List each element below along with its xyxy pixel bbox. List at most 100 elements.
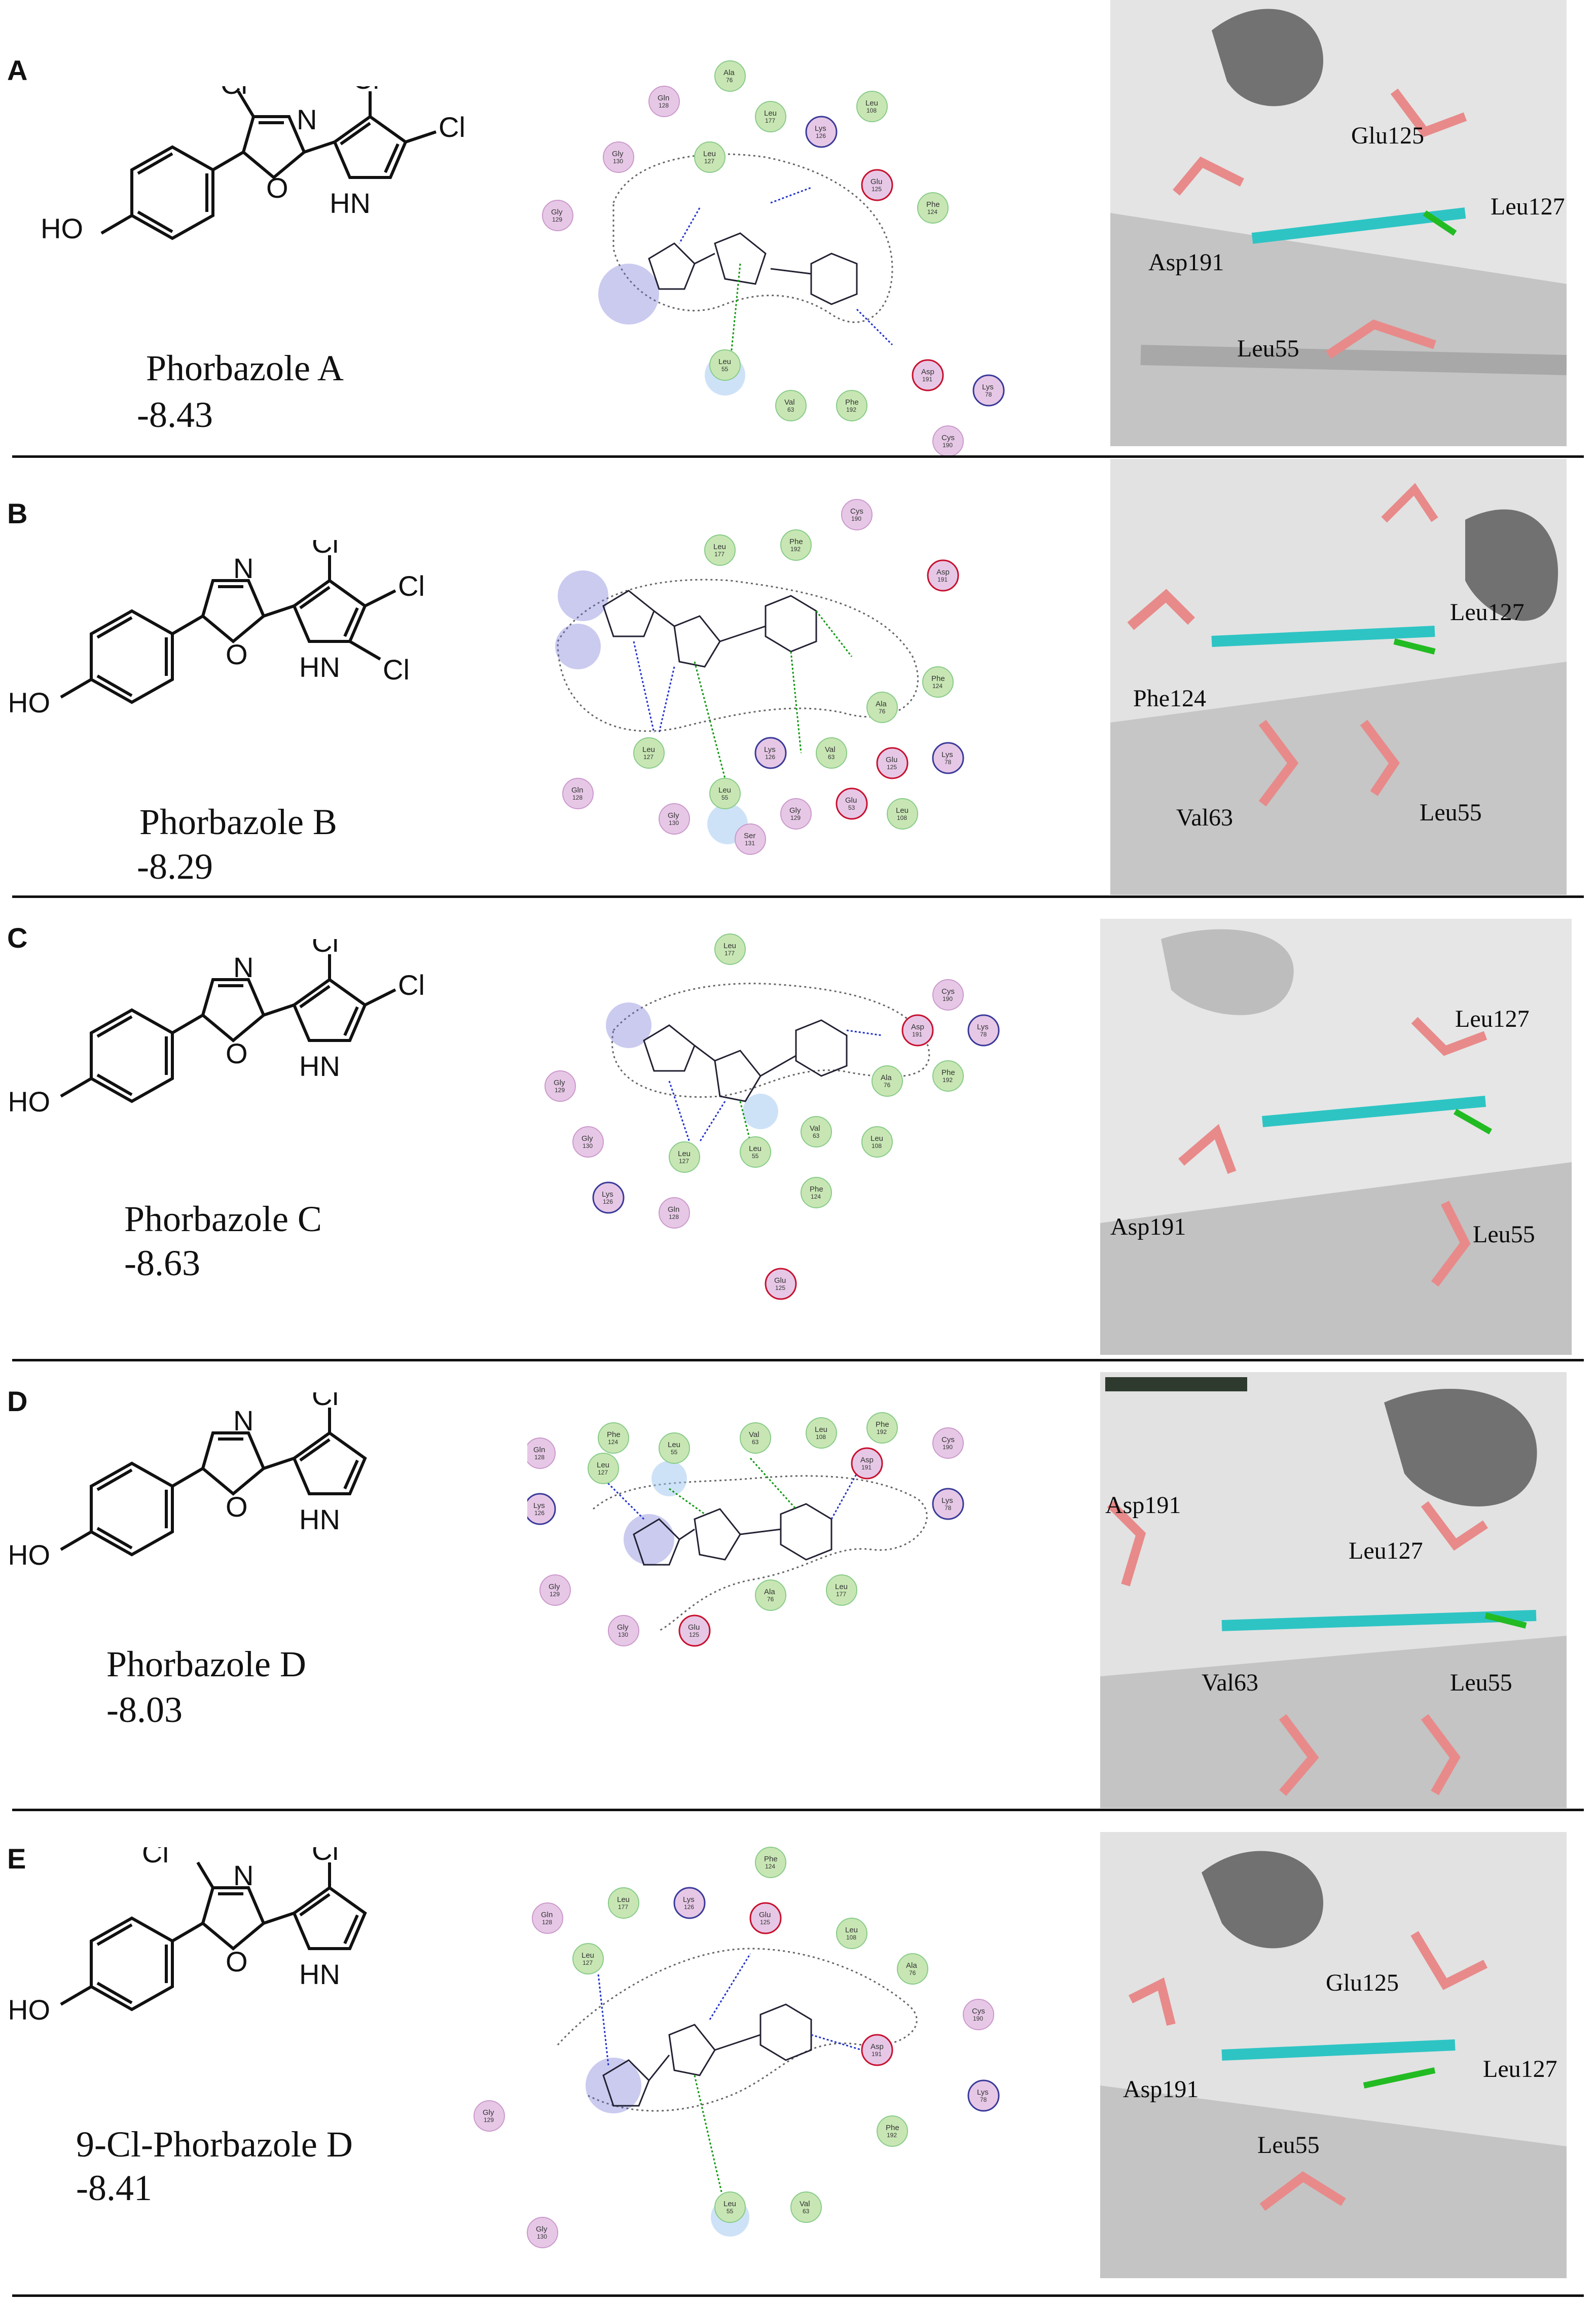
svg-text:55: 55 [721,366,729,373]
residue-label: Leu127 [1349,1537,1423,1564]
panel-letter: A [7,54,28,86]
atom-label: HO [41,212,83,244]
chemical-structure: HO Cl N O Cl Cl HN [41,86,465,244]
residue-label: Leu55 [1473,1221,1535,1248]
svg-text:190: 190 [973,2015,983,2022]
docking-pose-image: Glu125 Asp191 Leu127 Leu55 [1100,1832,1567,2278]
svg-text:Lys: Lys [941,1496,953,1505]
svg-text:Gly: Gly [617,1623,629,1632]
svg-text:76: 76 [726,77,733,84]
svg-text:177: 177 [765,117,775,124]
docking-pose-image: Asp191 Leu127 Val63 Leu55 [1100,1372,1567,1808]
panel-d: D HO N O Cl HN Phorbazole D -8.03 [0,1362,1596,1813]
svg-text:190: 190 [942,995,953,1002]
svg-text:78: 78 [945,759,952,766]
svg-text:Asp: Asp [921,368,934,376]
panel-divider [12,895,1584,898]
svg-text:128: 128 [542,1919,552,1926]
atom-label: HN [299,1050,340,1082]
svg-text:Lys: Lys [764,745,776,754]
svg-text:78: 78 [985,391,992,398]
svg-text:177: 177 [618,1903,628,1911]
residue-label: Phe124 [1133,685,1206,712]
svg-text:Gly: Gly [554,1078,565,1087]
svg-text:Leu: Leu [678,1149,691,1158]
svg-text:130: 130 [583,1142,593,1149]
svg-text:125: 125 [887,764,897,771]
svg-text:Gly: Gly [668,811,679,820]
svg-text:Ala: Ala [906,1961,917,1970]
atom-label: Cl [439,111,465,143]
svg-text:63: 63 [787,406,794,413]
atom-label: Cl [221,86,247,100]
residue-label: Val63 [1176,804,1233,831]
atom-label: N [297,103,317,135]
svg-text:191: 191 [922,376,932,383]
atom-label: N [233,1859,253,1891]
atom-label: O [226,1037,248,1069]
svg-text:78: 78 [945,1504,952,1512]
residue-label: Glu125 [1351,122,1424,149]
docking-score: -8.41 [76,2168,152,2208]
svg-text:Leu: Leu [668,1441,680,1449]
svg-text:124: 124 [811,1193,821,1200]
svg-text:108: 108 [897,814,907,821]
residue-label: Asp191 [1105,1492,1181,1519]
svg-text:191: 191 [937,576,948,583]
svg-text:63: 63 [752,1439,759,1446]
atom-label: Cl [398,969,425,1001]
residue-label: Leu127 [1491,193,1565,220]
atom-label: Cl [312,1847,339,1866]
residue-label: Leu55 [1450,1669,1512,1696]
svg-text:124: 124 [765,1863,775,1870]
svg-text:130: 130 [613,158,623,165]
panel-divider [12,1809,1584,1811]
svg-text:Glu: Glu [870,177,882,186]
chemical-structure: HO Cl N O Cl HN [10,1847,367,2026]
svg-text:108: 108 [872,1142,882,1149]
panel-e: E HO Cl N O Cl HN 9-Cl-Phorbazole D -8.4… [0,1812,1596,2288]
svg-text:Cys: Cys [850,507,863,516]
svg-text:Leu: Leu [642,745,655,754]
atom-label: N [233,1405,253,1436]
docking-pose-image: Leu127 Asp191 Leu55 [1100,919,1572,1355]
svg-text:130: 130 [537,2233,547,2240]
svg-text:192: 192 [887,2132,897,2139]
docking-score: -8.29 [137,846,213,887]
svg-text:Leu: Leu [815,1425,827,1434]
svg-text:Lys: Lys [683,1895,695,1904]
svg-text:125: 125 [872,186,882,193]
residue-label: Leu55 [1237,335,1299,362]
svg-text:Asp: Asp [936,568,950,577]
panel-letter: D [7,1385,28,1417]
svg-text:Val: Val [784,398,795,407]
svg-text:78: 78 [980,2096,987,2103]
panel-letter: B [7,497,28,529]
atom-label: Cl [398,570,425,602]
svg-text:Val: Val [810,1124,820,1133]
svg-text:129: 129 [484,2116,494,2124]
svg-text:Cys: Cys [941,1435,955,1444]
svg-text:129: 129 [550,1591,560,1598]
panel-letter: E [7,1843,26,1875]
atom-label: Cl [312,540,339,559]
svg-text:124: 124 [927,208,937,215]
atom-label: HN [299,1503,340,1535]
atom-label: O [266,172,288,204]
svg-text:Lys: Lys [941,750,953,759]
svg-text:Cys: Cys [941,987,955,996]
svg-text:126: 126 [765,753,775,761]
svg-text:Glu: Glu [845,796,857,805]
svg-text:63: 63 [828,753,835,761]
svg-text:128: 128 [669,1213,679,1220]
svg-text:191: 191 [872,2051,882,2058]
svg-text:127: 127 [679,1158,689,1165]
panel-b: B HO N O Cl Cl Cl HN Phorbazole B -8.29 [0,459,1596,900]
svg-text:Glu: Glu [759,1911,771,1919]
svg-text:76: 76 [909,1969,916,1976]
svg-text:Lys: Lys [977,2088,989,2097]
